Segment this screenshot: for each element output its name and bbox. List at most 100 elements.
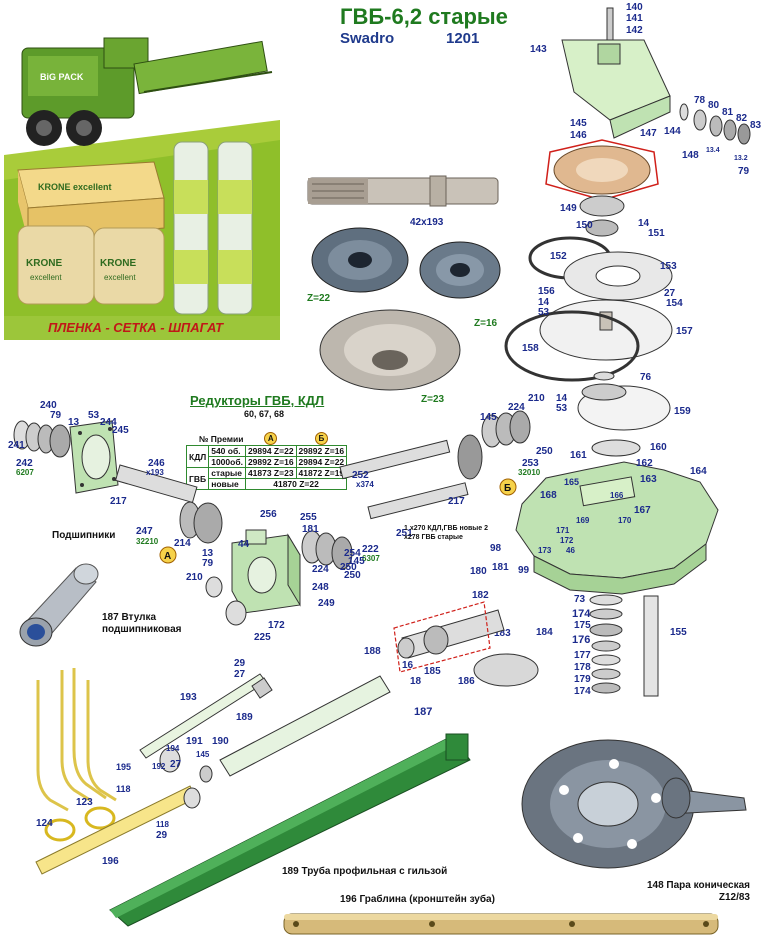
callout: 210 <box>186 572 203 583</box>
callout: 249 <box>318 598 335 609</box>
callout: 180 <box>470 566 487 577</box>
callout: 182 <box>472 590 489 601</box>
note-189: 189 Труба профильная с гильзой <box>282 866 448 877</box>
callout: 181 <box>492 562 509 573</box>
coupling-detail <box>393 601 539 687</box>
callout: 174 <box>572 608 591 620</box>
note-187: 187 Втулка подшипниковая <box>102 612 182 635</box>
splined-shaft <box>307 175 499 207</box>
gear-pair-table: № Премии A Б КДЛ 540 об. 29894 Z=22 2989… <box>185 432 348 490</box>
callout: 185 <box>424 666 441 677</box>
callout: 189 <box>236 712 253 723</box>
callout: 53 <box>88 410 100 421</box>
callout: 14 <box>538 297 550 308</box>
callout: 145 <box>480 412 497 423</box>
callout: 145 <box>196 750 210 759</box>
rotor-assembly-view <box>504 7 751 697</box>
callout: 250 <box>536 446 553 457</box>
callout: 247 <box>136 526 153 537</box>
callout: 172 <box>560 536 574 545</box>
reducer-title: Редукторы ГВБ, КДЛ <box>190 393 325 408</box>
callout: 165 <box>564 477 580 487</box>
promo-panel: BiG PACK KRONE excellent KRONE KRONE exc… <box>4 30 280 340</box>
callout: 184 <box>536 627 553 638</box>
callout: 161 <box>570 450 587 461</box>
callout: 146 <box>570 130 587 141</box>
bevel-gear-z16 <box>419 241 501 299</box>
table-header-row: № Премии A Б <box>187 432 347 446</box>
callout: 242 <box>16 458 33 469</box>
callout: 163 <box>640 474 657 485</box>
star-plate-164 <box>515 461 719 595</box>
bushing-187-illustration <box>19 563 99 647</box>
spring-tines <box>36 668 117 842</box>
svg-text:Б: Б <box>504 483 511 494</box>
callout: 173 <box>538 546 552 555</box>
callout: 14 <box>638 218 650 229</box>
callout: 118 <box>156 820 169 829</box>
callout: 194 <box>166 744 180 753</box>
callout: 255 <box>300 512 317 523</box>
callout: 224 <box>312 564 329 575</box>
shaft-label: 42x193 <box>410 217 444 228</box>
callout: 169 <box>576 516 590 525</box>
callout: 250 <box>340 562 357 573</box>
callout: 225 <box>254 632 271 643</box>
svg-text:BiG PACK: BiG PACK <box>40 72 84 82</box>
bevel-gear-z23 <box>319 309 461 391</box>
note-251: 1 x270 КДЛ,ГВБ новые 2 x278 ГВБ старые <box>404 525 488 541</box>
callout: 44 <box>238 539 250 550</box>
reducer-exploded-view: A Б <box>13 410 531 626</box>
callout: 248 <box>312 582 329 593</box>
callout: 245 <box>112 425 129 436</box>
callout: 27 <box>170 759 182 770</box>
callout: 190 <box>212 736 229 747</box>
callout: 167 <box>634 505 651 516</box>
callout: 29 <box>234 658 246 669</box>
callout: 166 <box>610 491 624 500</box>
callout: 46 <box>566 546 575 555</box>
callout: 171 <box>556 526 570 535</box>
left-bearing-stack <box>13 420 71 458</box>
table-col-b: Б <box>296 432 347 446</box>
callout: 18 <box>410 676 422 687</box>
callout: 144 <box>664 126 681 137</box>
page-title: ГВБ-6,2 старые <box>340 4 508 29</box>
callout: 222 <box>362 544 379 555</box>
svg-text:excellent: excellent <box>104 273 136 282</box>
callout: 170 <box>618 516 632 525</box>
callout: 250 <box>344 570 361 581</box>
callout: 14 <box>556 393 568 404</box>
table-row: новые 41870 Z=22 <box>187 478 348 490</box>
callout: 162 <box>636 458 653 469</box>
callout: 81 <box>722 107 734 118</box>
gear-z22-label: Z=22 <box>307 293 331 304</box>
callout: 124 <box>36 818 53 829</box>
callout: 13.4 <box>706 147 720 154</box>
gear-set-illustration <box>307 175 501 391</box>
callout: 79 <box>202 558 214 569</box>
callout: 29 <box>156 830 168 841</box>
callout: 183 <box>494 628 511 639</box>
callout: 76 <box>640 372 652 383</box>
callout: 6307 <box>362 554 380 563</box>
baler-illustration: BiG PACK KRONE excellent KRONE KRONE exc… <box>4 30 280 340</box>
model-label: 1201 <box>446 30 480 47</box>
callout: 123 <box>76 797 93 808</box>
callout: 145 <box>348 556 365 567</box>
profile-pipe-189 <box>109 733 471 927</box>
callout: 27 <box>234 669 246 680</box>
callout: 158 <box>522 343 539 354</box>
bearings-note: Подшипники <box>52 530 116 541</box>
conical-gear-pair-148 <box>521 739 747 869</box>
callout: x374 <box>356 480 374 489</box>
callout: 181 <box>302 524 319 535</box>
callout: 157 <box>676 326 693 337</box>
callout: 172 <box>268 620 285 631</box>
callout: 83 <box>750 120 762 131</box>
callout: 53 <box>538 307 550 318</box>
gearbox-housing <box>231 529 301 614</box>
tine-bar-196 <box>283 913 719 935</box>
svg-text:KRONE excellent: KRONE excellent <box>38 182 112 192</box>
table-row: КДЛ 540 об. 29894 Z=22 29892 Z=16 <box>185 445 348 468</box>
